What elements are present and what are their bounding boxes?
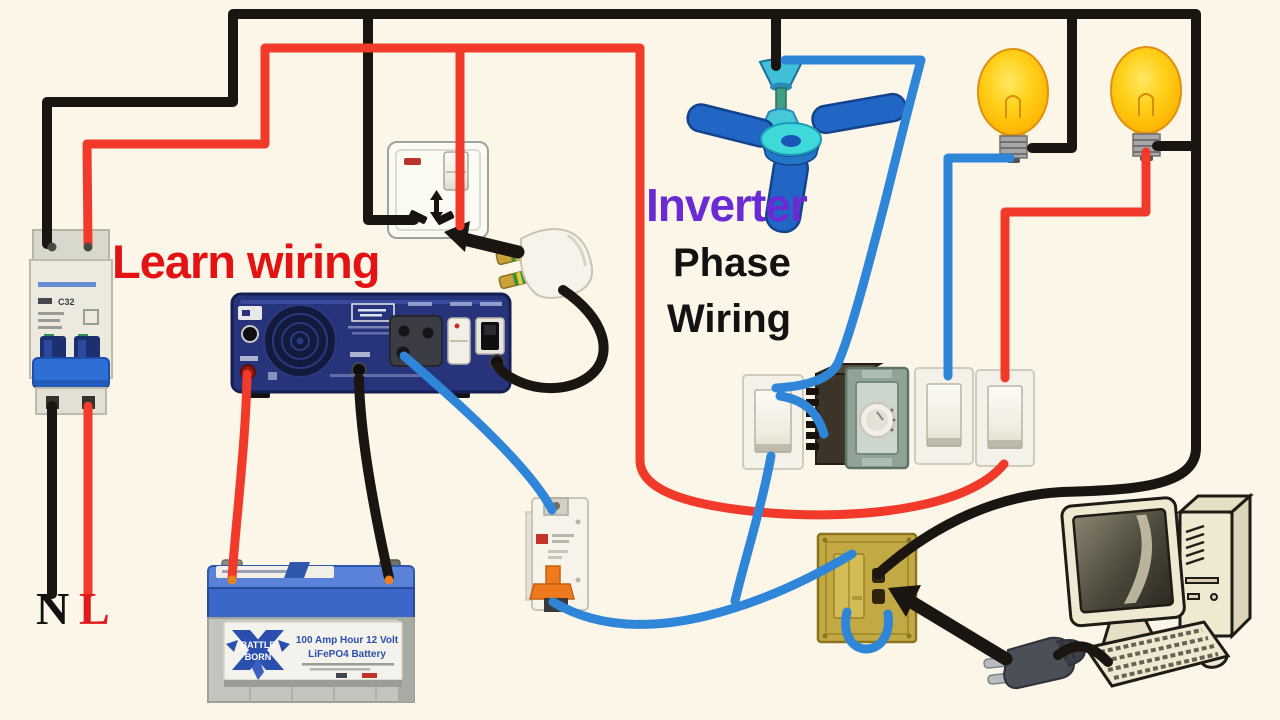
main-mcb: C32 [29, 229, 113, 415]
rccb-red-mark [536, 534, 548, 544]
bulb-1 [977, 48, 1049, 163]
fan-regulator [806, 363, 910, 470]
wire-blue-fan-feed [771, 55, 926, 393]
inverter-unit [230, 292, 512, 398]
wire-red-bulb2-switch3 [1000, 147, 1151, 383]
terminal-dots [47, 242, 394, 585]
inverter-title: Inverter [646, 179, 808, 231]
wire-blue-socket-loop [841, 607, 893, 654]
battery-spec-line1: 100 Amp Hour 12 Volt [296, 635, 399, 646]
inverter-output-socket [389, 315, 443, 367]
wire-blue-switch1-branch [730, 451, 776, 606]
wire-black-socket-drop [363, 9, 419, 225]
gold-socket-hole-bottom [872, 589, 885, 604]
rccb-breaker [525, 497, 589, 612]
wire-blue-inverter-rccb [399, 351, 557, 515]
battery-brand-line1: BATTLE [241, 640, 276, 650]
plug-body [519, 228, 594, 299]
battery-unit: BATTLE BORN 100 Amp Hour 12 Volt LiFePO4… [207, 559, 415, 703]
inverter-dc-jack [241, 325, 259, 343]
bulb-glass [1110, 46, 1182, 134]
wire-black-computer-cord [1053, 641, 1113, 667]
bulb-2 [1110, 46, 1182, 161]
wire-red-main [82, 43, 1009, 520]
arrow-to-gold-socket [888, 585, 921, 617]
rccb-toggle [545, 565, 561, 585]
computer-keyboard [1083, 620, 1231, 688]
switch-rocker [987, 385, 1023, 449]
wire-blue-rccb-goldsocket [548, 549, 857, 629]
bulb-glass [977, 48, 1049, 136]
desktop-computer [1060, 492, 1254, 688]
ceiling-fan [686, 58, 907, 234]
wire-black-plug-cable [493, 285, 609, 394]
pointer-arrows [444, 221, 1013, 666]
uk-plug [495, 228, 594, 299]
wire-black-main-loop [42, 9, 1201, 579]
live-label: L [79, 583, 110, 634]
learn-wiring-title: Learn wiring [112, 235, 380, 288]
phase-title: Phase [673, 241, 791, 285]
battery-brand-logo: BATTLE BORN [226, 630, 290, 680]
battery-blue-top [207, 587, 415, 621]
wire-black-bulb1-return [1027, 9, 1077, 153]
wire-blue-switch1-regulator [775, 391, 829, 439]
wire-blue-bulb1-switch2 [943, 153, 1015, 381]
fan-blade-right [811, 92, 907, 135]
wire-black-battery-cable [354, 373, 394, 583]
mcb-model-label: C32 [58, 297, 75, 307]
battery-spec-line2: LiFePO4 Battery [308, 649, 386, 660]
switch-3 [975, 369, 1035, 467]
battery-brand-line2: BORN [245, 652, 272, 662]
socket-pin-hole [435, 211, 455, 225]
socket-indicator-lamp [404, 158, 421, 165]
computer-tower-side [1230, 492, 1252, 640]
wiring-layer [42, 9, 1201, 667]
wire-red-inverter-battery [227, 369, 252, 583]
computer-screen [1072, 507, 1175, 614]
wiring-title: Wiring [667, 297, 792, 341]
switch-2 [914, 367, 974, 465]
switch-rocker [926, 383, 962, 447]
neutral-label: N [36, 583, 70, 634]
